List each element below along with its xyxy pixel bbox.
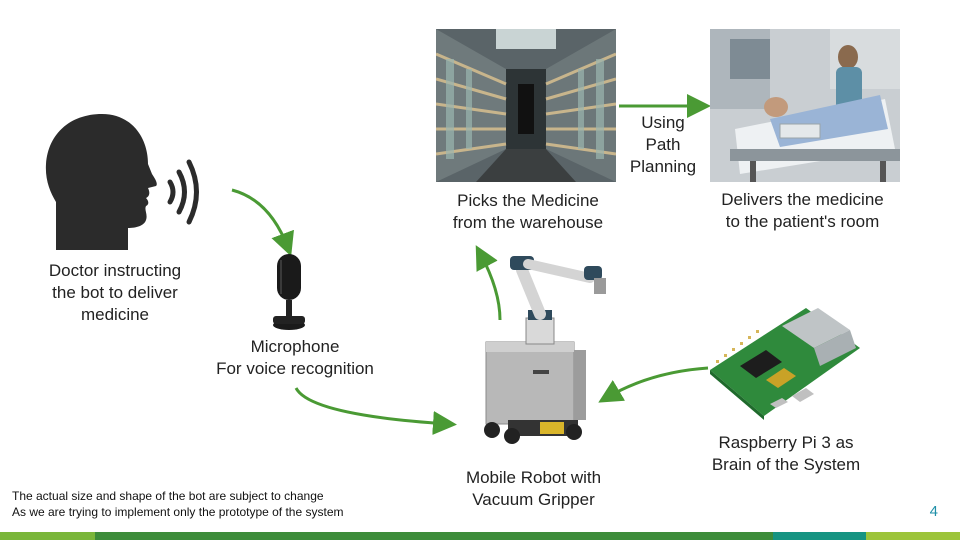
doctor-label-line: medicine xyxy=(80,305,150,324)
picks-label-line: from the warehouse xyxy=(452,213,604,232)
footer-band-right xyxy=(866,532,960,540)
page-number: 4 xyxy=(929,503,938,520)
robot-label-line: Mobile Robot with xyxy=(465,468,602,487)
pharmacy-warehouse-photo xyxy=(436,29,616,182)
footnote: The actual size and shape of the bot are… xyxy=(12,488,344,520)
path-planning-line: Using xyxy=(641,113,685,132)
doctor-label-line: the bot to deliver xyxy=(52,283,178,302)
picks-label-line: Picks the Medicine xyxy=(457,191,599,210)
picks-label: Picks the Medicine from the warehouse xyxy=(428,190,628,234)
raspberry-label-line: Raspberry Pi 3 as xyxy=(718,433,854,452)
raspberry-label-line: Brain of the System xyxy=(711,455,861,474)
doctor-label: Doctor instructing the bot to deliver me… xyxy=(20,260,210,326)
path-planning-line: Planning xyxy=(629,157,697,176)
robot-label: Mobile Robot with Vacuum Gripper xyxy=(436,467,631,511)
raspberry-pi-board-image xyxy=(710,308,860,420)
arrow-doctor-to-mic xyxy=(231,188,294,257)
arrow-robot-to-warehouse xyxy=(475,245,502,321)
robot-label-line: Vacuum Gripper xyxy=(472,490,595,509)
footer-band-main xyxy=(95,532,773,540)
hospital-room-photo xyxy=(710,29,900,182)
delivers-label-line: to the patient's room xyxy=(725,212,880,231)
footnote-line: The actual size and shape of the bot are… xyxy=(12,489,324,503)
path-planning-label: Using Path Planning xyxy=(618,112,708,178)
mobile-robot-arm-image xyxy=(484,256,606,444)
delivers-label: Delivers the medicine to the patient's r… xyxy=(700,189,905,233)
microphone-label: Microphone For voice recognition xyxy=(200,336,390,380)
microphone-icon xyxy=(273,254,305,330)
delivers-label-line: Delivers the medicine xyxy=(721,190,884,209)
microphone-label-line: For voice recognition xyxy=(216,359,374,378)
raspberry-label: Raspberry Pi 3 as Brain of the System xyxy=(690,432,882,476)
arrow-mic-to-robot xyxy=(294,387,457,435)
arrow-raspberry-to-robot xyxy=(598,366,709,403)
footer-band-left xyxy=(0,532,95,540)
microphone-label-line: Microphone xyxy=(250,337,340,356)
doctor-label-line: Doctor instructing xyxy=(48,261,182,280)
path-planning-line: Path xyxy=(645,135,681,154)
footnote-line: As we are trying to implement only the p… xyxy=(12,505,344,519)
footer-band-teal xyxy=(773,532,866,540)
speaking-head-icon xyxy=(45,114,199,250)
